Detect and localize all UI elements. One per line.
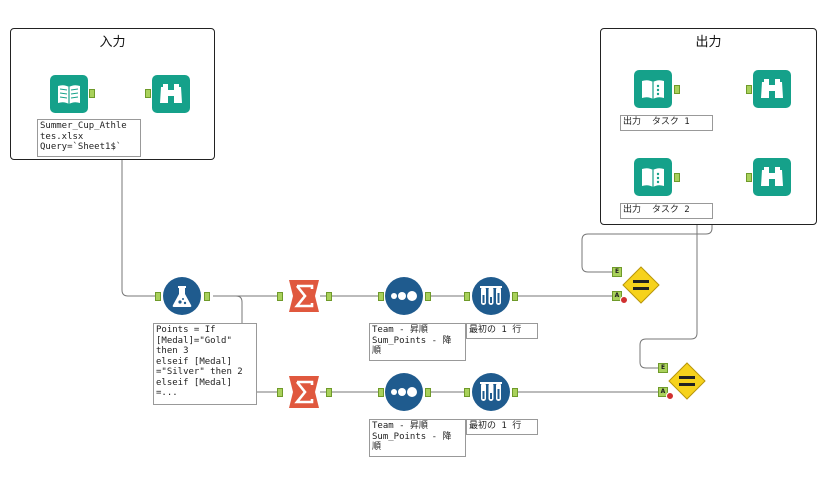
sample-top-output-anchor[interactable] [512,292,518,301]
browse-task1-input-anchor[interactable] [746,85,752,94]
test-tubes-icon [472,277,510,315]
sigma-icon [289,280,319,312]
binoculars-icon [753,158,791,196]
input-file-annotation: Summer_Cup_Athle tes.xlsx Query=`Sheet1$… [37,119,141,157]
output-task2-anchor[interactable] [674,173,680,182]
compare-tool-top[interactable] [622,266,660,304]
output-task1-anchor[interactable] [674,85,680,94]
summarize-bottom-input-anchor[interactable] [277,388,283,397]
book-icon [50,75,88,113]
sort-bottom-output-anchor[interactable] [425,388,431,397]
input-container-title: 入力 [99,35,126,50]
output-task1-annotation: 出力 タスク 1 [620,115,713,131]
sample-top-input-anchor[interactable] [464,292,470,301]
input-output-anchor[interactable] [89,89,95,98]
formula-output-anchor[interactable] [204,292,210,301]
sort-tool-top[interactable] [385,277,423,315]
browse-task2-input-anchor[interactable] [746,173,752,182]
compare-bottom-e-anchor[interactable]: E [658,363,668,373]
sort-tool-bottom[interactable] [385,373,423,411]
test-tubes-icon [472,373,510,411]
book-icon [634,70,672,108]
output-task2-annotation: 出力 タスク 2 [620,203,713,219]
summarize-top-input-anchor[interactable] [277,292,283,301]
compare-bottom-error-indicator [666,392,674,400]
dots-icon [385,277,423,315]
dots-icon [385,373,423,411]
compare-tool-bottom[interactable] [668,362,706,400]
sample-tool-top[interactable] [472,277,510,315]
equals-diamond-icon [622,266,660,304]
formula-input-anchor[interactable] [155,292,161,301]
sort-bottom-annotation: Team - 昇順 Sum_Points - 降 順 [369,419,466,457]
formula-annotation: Points = If [Medal]="Gold" then 3 elseif… [153,323,257,405]
summarize-tool-bottom[interactable] [285,373,323,411]
sort-top-input-anchor[interactable] [378,292,384,301]
sample-bottom-annotation: 最初の 1 行 [466,419,538,435]
binoculars-icon [753,70,791,108]
compare-top-error-indicator [620,296,628,304]
browse-tool-input[interactable] [152,75,190,113]
binoculars-icon [152,75,190,113]
browse-input-anchor[interactable] [145,89,151,98]
sample-bottom-output-anchor[interactable] [512,388,518,397]
summarize-top-output-anchor[interactable] [326,292,332,301]
formula-tool[interactable] [163,277,201,315]
sort-top-annotation: Team - 昇順 Sum_Points - 降 順 [369,323,466,361]
summarize-bottom-output-anchor[interactable] [326,388,332,397]
sigma-icon [289,376,319,408]
browse-tool-task1[interactable] [753,70,791,108]
flask-icon [163,277,201,315]
sample-top-annotation: 最初の 1 行 [466,323,538,339]
equals-diamond-icon [668,362,706,400]
book-icon [634,158,672,196]
output-task2-tool[interactable] [634,158,672,196]
output-task1-tool[interactable] [634,70,672,108]
output-container-title: 出力 [695,35,722,50]
browse-tool-task2[interactable] [753,158,791,196]
sort-top-output-anchor[interactable] [425,292,431,301]
compare-top-e-anchor[interactable]: E [612,267,622,277]
sample-bottom-input-anchor[interactable] [464,388,470,397]
sample-tool-bottom[interactable] [472,373,510,411]
summarize-tool-top[interactable] [285,277,323,315]
sort-bottom-input-anchor[interactable] [378,388,384,397]
input-data-tool[interactable] [50,75,88,113]
